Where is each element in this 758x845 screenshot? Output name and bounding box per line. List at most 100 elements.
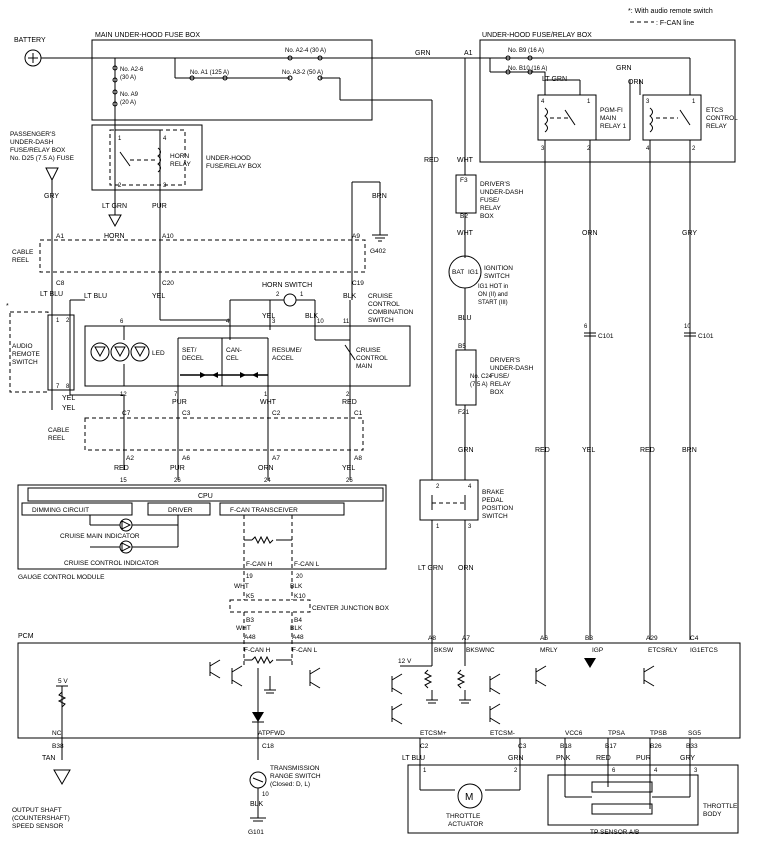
driver-box2-label-3: FUSE/: [490, 373, 509, 380]
wire-red-4: RED: [342, 399, 357, 406]
output-shaft-label: OUTPUT SHAFT: [12, 807, 62, 814]
conn-c101-b: C101: [698, 333, 714, 340]
audio-switch-connector: [47, 314, 75, 391]
conn-f21: F21: [458, 409, 470, 416]
main-fuse-box: [91, 39, 373, 121]
conn-k5: K5: [246, 593, 254, 600]
throttle-pin-1: 1: [423, 768, 427, 774]
conn-a10: A10: [162, 233, 174, 240]
c101-pin-6: 6: [584, 324, 588, 330]
conn-a7: A7: [272, 455, 280, 462]
driver-box-label-4: RELAY: [480, 205, 501, 212]
pcm-conn-b3: B3: [585, 635, 593, 642]
brake-pin-2: 2: [436, 484, 440, 490]
passenger-box-label-2: UNDER-DASH: [10, 139, 54, 146]
output-shaft-label-3: SPEED SENSOR: [12, 823, 64, 830]
pcm-fcan-l: F-CAN L: [292, 647, 318, 654]
cruise-combination-switch: [84, 325, 411, 387]
fcan-termination-resistor: [251, 535, 274, 545]
gauge-pin-26a: 26: [174, 478, 181, 484]
cruise-combo-label-2: CONTROL: [368, 301, 400, 308]
conn-c3: C3: [182, 410, 191, 417]
resume-accel-label-2: ACCEL: [272, 355, 294, 362]
combo-pin-2: 2: [346, 392, 350, 398]
ignition-label: IGNITION: [484, 265, 513, 272]
brake-label-3: POSITION: [482, 505, 513, 512]
output-shaft-sensor-symbol: [53, 769, 71, 786]
wire-red-5: RED: [114, 465, 129, 472]
pcm-fcan-h: F-CAN H: [244, 647, 271, 654]
dimming-label: DIMMING CIRCUIT: [32, 507, 89, 514]
throttle-motor-m: M: [465, 792, 473, 803]
passenger-box-label: PASSENGER'S: [10, 131, 56, 138]
center-junction-box-label: CENTER JUNCTION BOX: [312, 605, 390, 612]
conn-c8: C8: [56, 280, 65, 287]
cruise-main-label: CRUISE: [356, 347, 381, 354]
wire-gry-3: GRY: [680, 755, 695, 762]
throttle-body-label-2: BODY: [703, 811, 722, 818]
conn-c19: C19: [352, 280, 364, 287]
audio-note-star: *: [6, 303, 9, 310]
horn-pin-3: 3: [163, 183, 167, 189]
etcs-pin-1: 1: [692, 99, 696, 105]
pgmfi-label: PGM-FI: [600, 107, 623, 114]
wire-red-3: RED: [640, 447, 655, 454]
wire-wht-1: WHT: [457, 157, 474, 164]
wire-yel-2: YEL: [152, 293, 165, 300]
legend-audio-note: *: With audio remote switch: [628, 8, 713, 15]
conn-b3: B3: [246, 617, 254, 624]
trs-label: TRANSMISSION: [270, 765, 320, 772]
horn-symbol: [108, 214, 122, 228]
cable-reel-upper: [39, 239, 366, 273]
conn-c2-pcm: C2: [420, 743, 429, 750]
wire-red-tp: RED: [596, 755, 611, 762]
conn-a48-b: A48: [292, 634, 304, 641]
c101-pin-10: 10: [684, 324, 691, 330]
fuse-c24-rating: (7.5 A): [470, 382, 488, 388]
legend-fcan-note: : F-CAN line: [656, 20, 694, 27]
pcm-conn-a29: A29: [646, 635, 658, 642]
wire-orn-2: ORN: [582, 230, 598, 237]
tp-sensor-label: TP SENSOR A/B: [590, 829, 639, 836]
driver-block: [147, 502, 211, 516]
relay-fuse-box-label: UNDER-HOOD FUSE/RELAY BOX: [482, 32, 592, 39]
horn-switch: [283, 293, 297, 307]
wire-pur-3: PUR: [170, 465, 185, 472]
gauge-pin-15: 15: [120, 478, 127, 484]
wire-pur-1: PUR: [152, 203, 167, 210]
uh-fuse-relay-box: [91, 124, 203, 191]
driver-box2-label-5: BOX: [490, 389, 504, 396]
battery-label: BATTERY: [14, 37, 46, 44]
wire-blk-fcan: BLK: [290, 583, 303, 590]
wire-orn-3: ORN: [458, 565, 474, 572]
output-shaft-label-2: (COUNTERSHAFT): [12, 815, 70, 822]
etcs-coil: [649, 107, 653, 133]
driver-fuse-c24: [455, 349, 477, 406]
etcs-pin-2: 2: [692, 146, 696, 152]
gauge-pin-19: 19: [246, 574, 253, 580]
uh-fuse-relay-label: UNDER-HOOD: [206, 155, 251, 162]
cruise-combo-label-3: COMBINATION: [368, 309, 414, 316]
fuse-a1: No. A1 (125 A): [190, 70, 229, 76]
horn-relay-label-2: RELAY: [170, 161, 191, 168]
brake-pin-3: 3: [468, 524, 472, 530]
wire-pur-2: PUR: [172, 399, 187, 406]
wire-blk-trs: BLK: [250, 801, 264, 808]
conn-c101-a: C101: [598, 333, 614, 340]
driver-fuse-f3: [455, 174, 477, 214]
audio-pin-8: 8: [66, 384, 70, 390]
ignition-note-2: ON (II) and: [478, 292, 508, 298]
fcan-transceiver-label: F-CAN TRANSCEIVER: [230, 507, 298, 514]
pcm-nc: NC: [52, 730, 62, 737]
pcm-etcsm-plus: ETCSM+: [420, 730, 447, 737]
horn-relay-coil: [157, 147, 161, 173]
cruise-pin-4: 4: [226, 319, 230, 325]
conn-c2: C2: [272, 410, 281, 417]
ground-g402: G402: [370, 248, 386, 255]
gauge-pin-20: 20: [296, 574, 303, 580]
conn-a1-reel: A1: [56, 233, 64, 240]
uh-fuse-relay-label-2: FUSE/RELAY BOX: [206, 163, 262, 170]
etcs-control-relay: [642, 94, 702, 141]
wire-gry-1: GRY: [682, 230, 697, 237]
horn-pin-4: 4: [163, 136, 167, 142]
